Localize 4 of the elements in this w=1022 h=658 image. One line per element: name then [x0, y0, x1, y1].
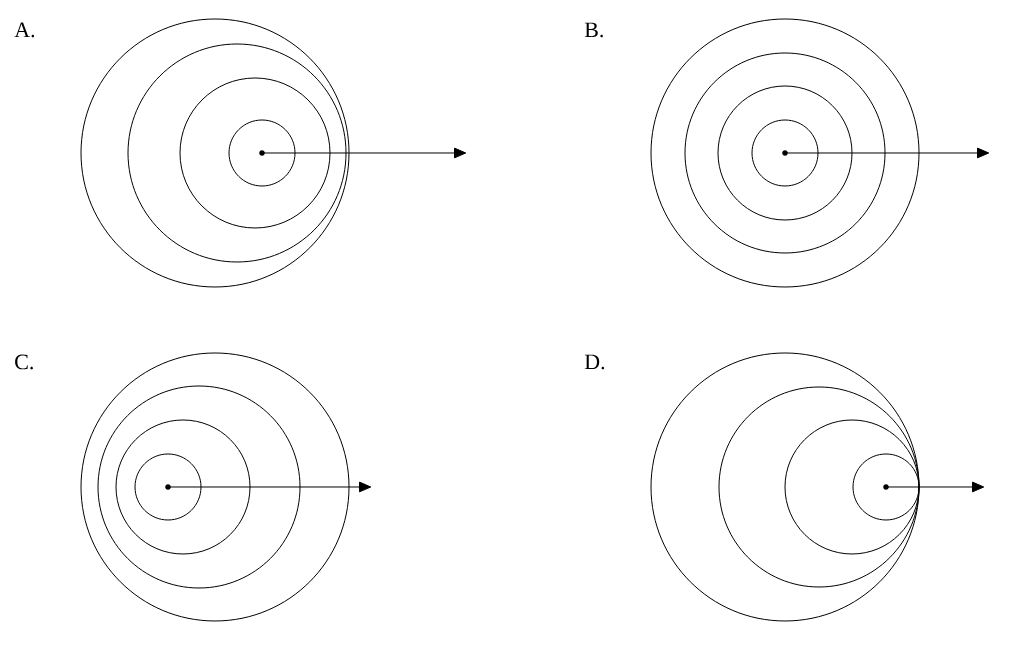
- panel-label: A.: [14, 22, 35, 38]
- panel-label: B.: [584, 22, 603, 38]
- panel-label: D.: [584, 354, 605, 370]
- panel-label: C.: [15, 354, 33, 370]
